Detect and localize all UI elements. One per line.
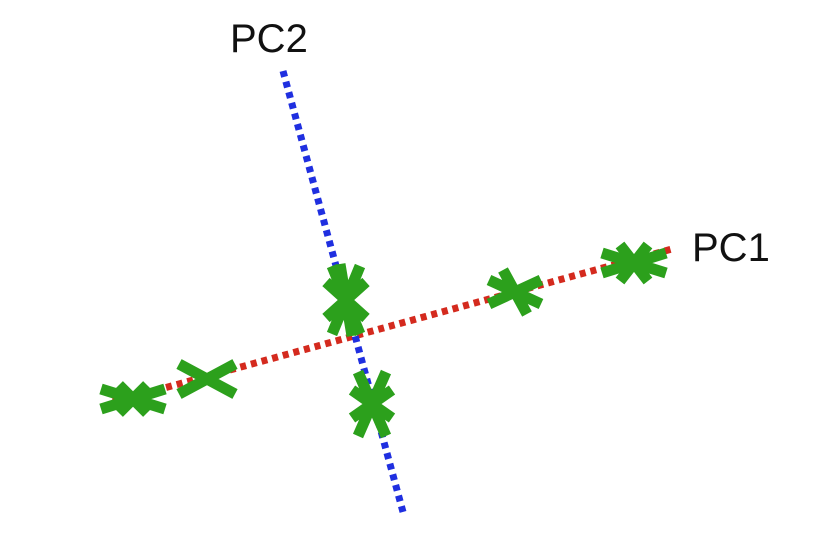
data-points [99, 241, 668, 439]
pc1-axis-line [112, 245, 673, 406]
data-point-marker [322, 263, 370, 337]
pc2-axis-label: PC2 [230, 17, 308, 61]
data-point-marker [486, 267, 544, 317]
data-point-marker [176, 359, 238, 399]
data-point-marker [600, 241, 668, 285]
data-point-marker [99, 381, 167, 417]
pc1-axis-label: PC1 [692, 226, 770, 270]
data-point-marker [348, 369, 396, 439]
